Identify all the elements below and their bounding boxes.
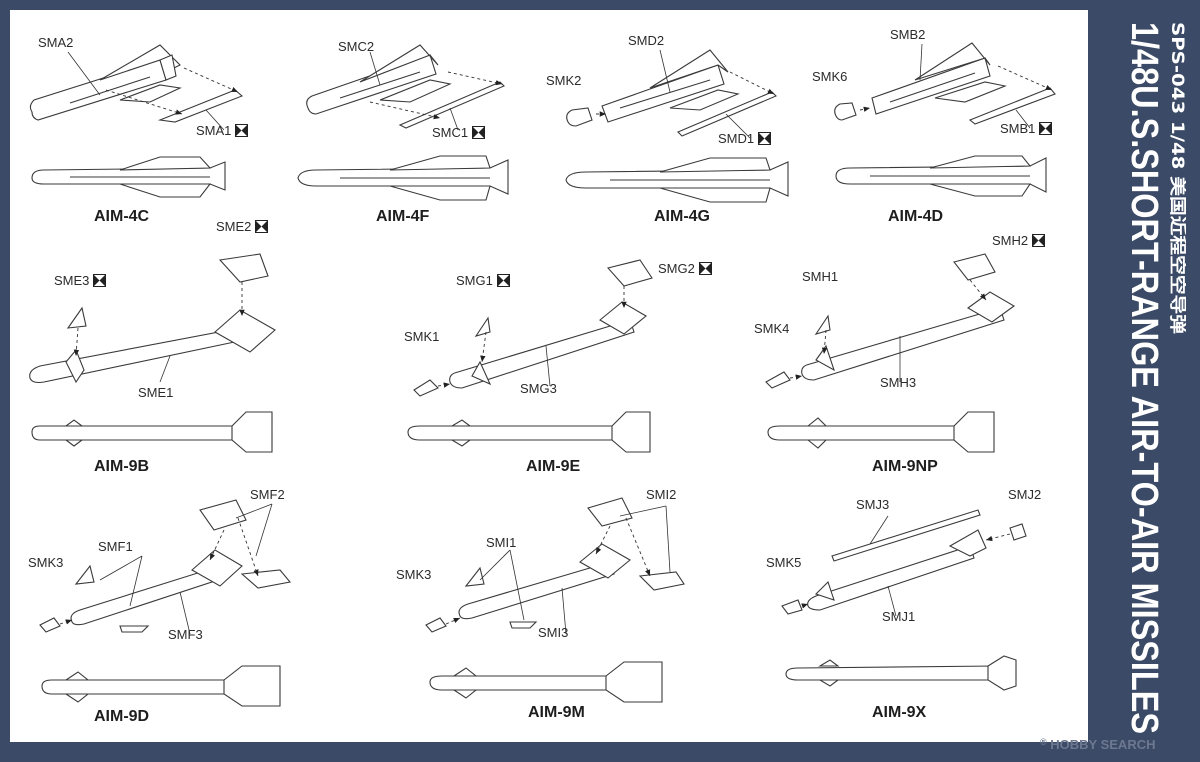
part-label: SMA2 xyxy=(38,35,74,50)
aim-4g-side-view xyxy=(565,157,789,203)
part-label: SMB1 xyxy=(1000,122,1053,136)
aim-4f-side-view xyxy=(297,155,509,201)
aim-9e-side-view xyxy=(407,411,651,453)
part-label: SMJ3 xyxy=(856,497,890,512)
missile-name: AIM-4D xyxy=(888,208,944,225)
part-label: SMK2 xyxy=(546,73,582,88)
missile-name: AIM-4G xyxy=(654,208,710,225)
title-strip xyxy=(1088,0,1200,762)
part-label: SMI1 xyxy=(486,535,517,550)
part-label: SMF2 xyxy=(250,487,285,502)
aim-9m-side-view xyxy=(429,661,663,703)
part-label: SMH2 xyxy=(992,234,1046,248)
aim-4f-exploded-drawing xyxy=(306,44,505,129)
part-label: SMB2 xyxy=(890,27,926,42)
missile-name: AIM-4F xyxy=(376,208,430,225)
missile-name: AIM-4C xyxy=(94,208,150,225)
aim-9b-exploded-drawing xyxy=(29,253,276,384)
part-label: SMG2 xyxy=(658,262,712,276)
box-title: 1/48U.S.SHORT-RANGE AIR-TO-AIR MISSILES … xyxy=(1123,22,1186,734)
watermark: ® HOBBY SEARCH xyxy=(1040,737,1155,752)
part-label: SMG3 xyxy=(520,381,557,396)
watermark-brand: HOBBY SEARCH xyxy=(1050,737,1156,752)
part-label: SME3 xyxy=(54,274,107,288)
aim-9x-exploded-drawing xyxy=(781,509,1027,615)
part-label: SMH1 xyxy=(802,269,839,284)
aim-9d-side-view xyxy=(41,665,281,707)
part-label: SMK3 xyxy=(396,567,432,582)
part-label: SMI3 xyxy=(538,625,569,640)
separate-part-icon xyxy=(93,274,107,287)
part-label: SMK3 xyxy=(28,555,64,570)
missile-name: AIM-9B xyxy=(94,458,150,475)
aim-4g-exploded-drawing xyxy=(566,49,777,137)
part-label: SMH3 xyxy=(880,375,917,390)
part-label: SMK5 xyxy=(766,555,802,570)
aim-9m-exploded-drawing xyxy=(425,497,685,633)
part-label: SMJ2 xyxy=(1008,487,1042,502)
separate-part-icon xyxy=(235,124,249,137)
instruction-sheet: SMA2 SMA1 SMC2 SMC1 SMK2 SMD2 SMD1 SMK6 … xyxy=(10,10,1088,742)
part-label: SMI2 xyxy=(646,487,677,502)
aim-9x-side-view xyxy=(785,655,1017,691)
separate-part-icon xyxy=(472,126,486,139)
part-label: SMF1 xyxy=(98,539,133,554)
kit-title: 1/48U.S.SHORT-RANGE AIR-TO-AIR MISSILES xyxy=(1123,22,1165,734)
aim-4d-exploded-drawing xyxy=(834,42,1056,125)
part-label: SME1 xyxy=(138,385,174,400)
part-label: SMJ1 xyxy=(882,609,916,624)
part-label: SMC2 xyxy=(338,39,375,54)
aim-9d-exploded-drawing xyxy=(39,499,292,633)
aim-9np-exploded-drawing xyxy=(765,253,1016,389)
watermark-mark: ® xyxy=(1040,737,1047,747)
aim-4c-side-view xyxy=(31,156,226,198)
part-label: SME2 xyxy=(216,220,269,234)
separate-part-icon xyxy=(758,132,772,145)
part-label: SMK4 xyxy=(754,321,790,336)
part-label: SMK6 xyxy=(812,69,848,84)
part-label: SMG1 xyxy=(456,274,510,288)
missile-name: AIM-9M xyxy=(528,704,585,721)
separate-part-icon xyxy=(698,262,712,275)
part-label: SMA1 xyxy=(196,124,249,138)
missile-illustrations xyxy=(29,42,1056,707)
aim-4d-side-view xyxy=(835,155,1047,197)
part-label: SMF3 xyxy=(168,627,203,642)
part-label: SMK1 xyxy=(404,329,440,344)
separate-part-icon xyxy=(496,274,510,287)
part-label: SMD2 xyxy=(628,33,665,48)
part-label: SMD1 xyxy=(718,132,772,146)
missile-name: AIM-9NP xyxy=(872,458,938,475)
aim-4c-exploded-drawing xyxy=(29,44,244,123)
aim-9np-side-view xyxy=(767,411,995,453)
product-line: SPS-043 1/48 美国近程空空导弹 xyxy=(1167,22,1186,334)
missile-name: AIM-9D xyxy=(94,708,150,725)
separate-part-icon xyxy=(255,220,269,233)
separate-part-icon xyxy=(1039,122,1053,135)
missile-name: AIM-9E xyxy=(526,458,581,475)
aim-9b-side-view xyxy=(31,411,273,453)
part-label: SMC1 xyxy=(432,126,486,140)
missile-name: AIM-9X xyxy=(872,704,927,721)
separate-part-icon xyxy=(1032,234,1046,247)
aim-9e-exploded-drawing xyxy=(413,259,653,397)
